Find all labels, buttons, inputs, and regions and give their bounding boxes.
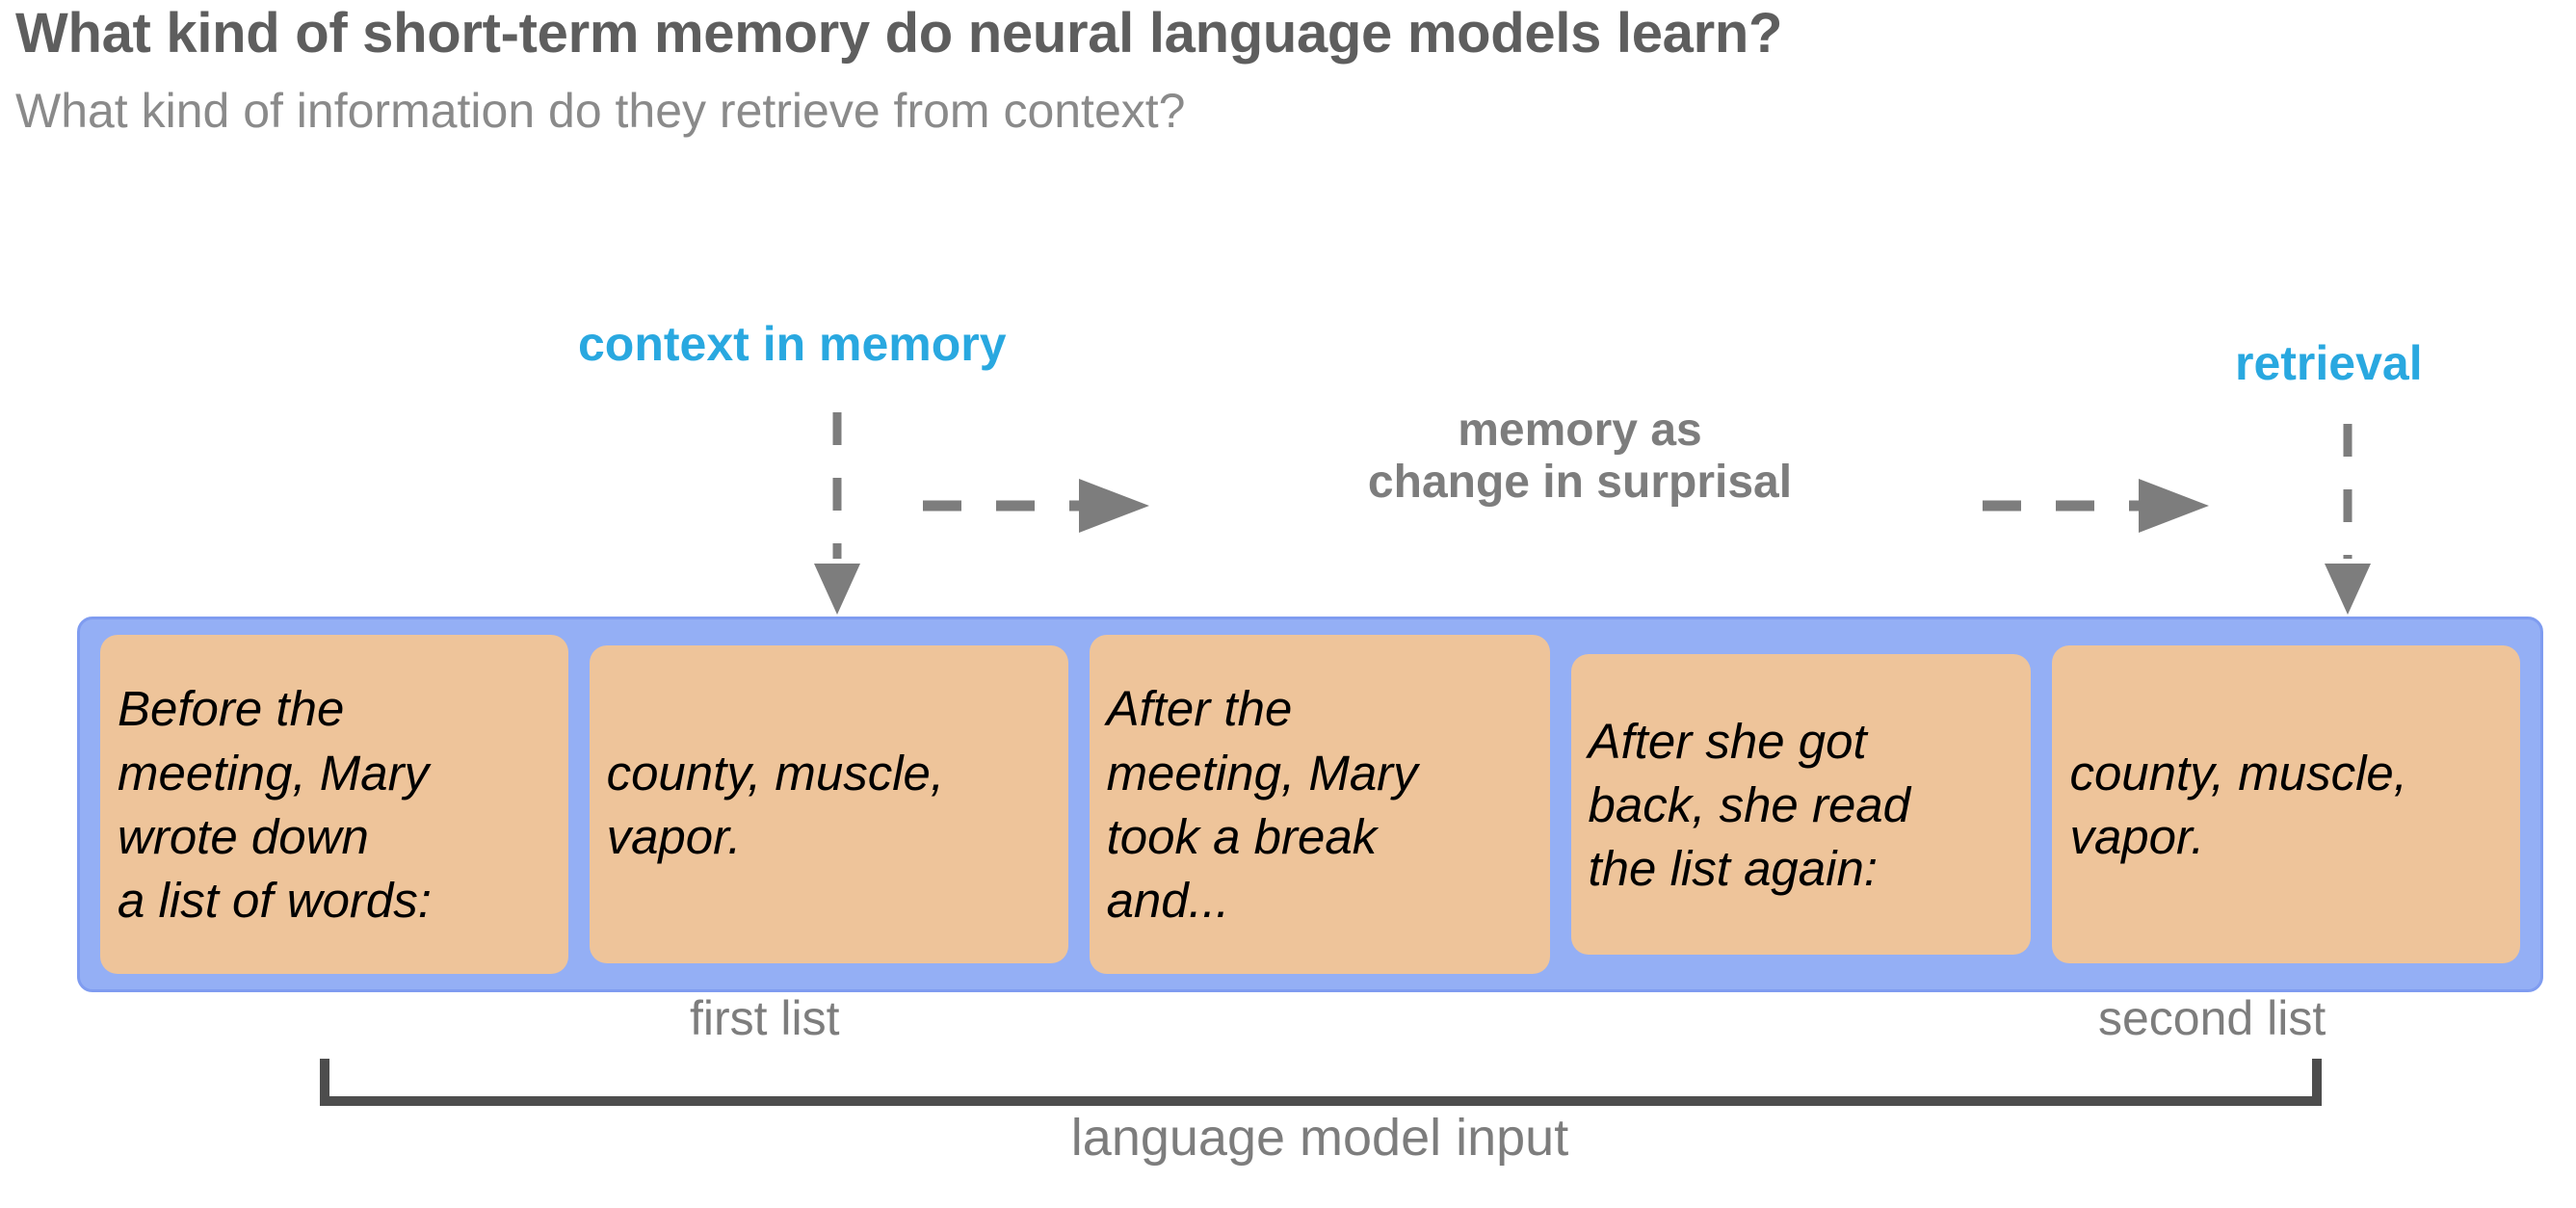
left-flow-arrowhead-right: [1079, 479, 1149, 533]
language-model-context-strip: Before the meeting, Mary wrote down a li…: [77, 617, 2543, 992]
retrieval-arrowhead-down: [2325, 564, 2371, 615]
token-box-text: After the meeting, Mary took a break and…: [1106, 681, 1418, 929]
memory-as-change-line-1: memory as: [1458, 405, 1702, 456]
page-subtitle: What kind of information do they retriev…: [15, 84, 1186, 138]
token-box-text: county, muscle, vapor.: [606, 745, 945, 864]
right-flow-arrowhead-right: [2139, 479, 2209, 533]
token-box-text: After she got back, she read the list ag…: [1588, 713, 1911, 897]
token-box-reread-cue[interactable]: After she got back, she read the list ag…: [1570, 654, 2032, 955]
caption-first-list: first list: [690, 991, 840, 1045]
annotation-label-memory-as-change-in-surprisal: memory as change in surprisal: [1281, 405, 1879, 509]
right-surprisal-flow-arrow: [1983, 479, 2209, 533]
token-box-filler-after-meeting[interactable]: After the meeting, Mary took a break and…: [1089, 635, 1550, 974]
caption-second-list: second list: [2098, 991, 2326, 1045]
context-in-memory-arrowhead-down: [814, 564, 860, 615]
heading-block: What kind of short-term memory do neural…: [15, 2, 2520, 138]
token-box-first-list[interactable]: county, muscle, vapor.: [589, 645, 1068, 963]
language-model-input-bracket: [320, 1059, 2322, 1106]
memory-as-change-line-2: change in surprisal: [1367, 456, 1793, 508]
context-in-memory-pointer-arrow: [814, 412, 860, 615]
caption-language-model-input: language model input: [1070, 1109, 1569, 1167]
annotation-label-retrieval: retrieval: [2235, 336, 2423, 390]
retrieval-pointer-arrow: [2325, 424, 2371, 615]
annotation-label-context-in-memory: context in memory: [578, 317, 1007, 371]
page-title: What kind of short-term memory do neural…: [15, 2, 1783, 65]
token-box-text: county, muscle, vapor.: [2069, 745, 2407, 864]
token-box-prompt-intro[interactable]: Before the meeting, Mary wrote down a li…: [100, 635, 568, 974]
left-surprisal-flow-arrow: [923, 479, 1149, 533]
token-box-text: Before the meeting, Mary wrote down a li…: [118, 681, 432, 929]
token-box-second-list[interactable]: county, muscle, vapor.: [2052, 645, 2520, 963]
